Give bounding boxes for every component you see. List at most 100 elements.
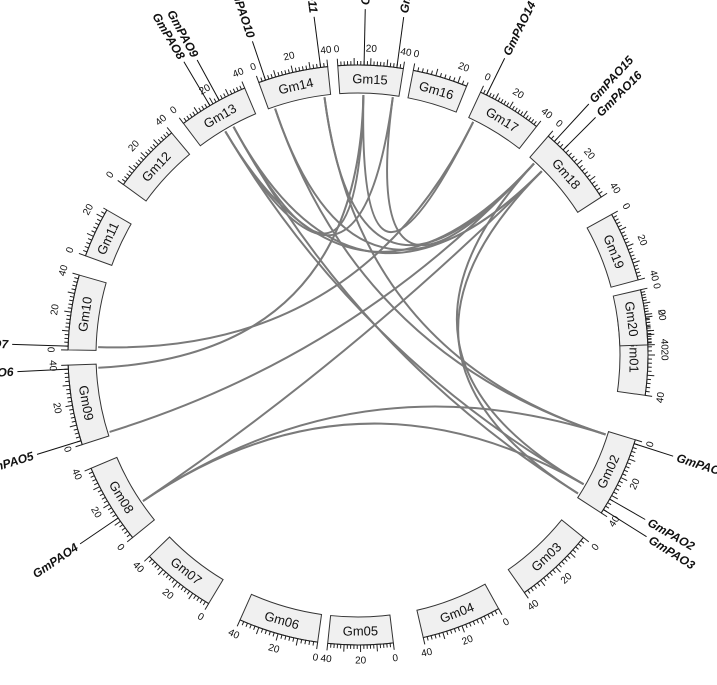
- tick-Gm19-1: [613, 215, 618, 218]
- tick-Gm13-0: [178, 117, 184, 124]
- tick-Gm12-17: [160, 136, 164, 141]
- tick-Gm20-15: [646, 329, 655, 332]
- tick-axis-Gm14: [258, 66, 328, 83]
- tick-Gm03-7: [564, 558, 568, 562]
- tick-Gm16-2: [421, 68, 424, 73]
- tick-label-Gm07-20: 20: [160, 587, 176, 603]
- tick-Gm03-13: [546, 574, 550, 579]
- tick-Gm13-14: [223, 93, 226, 98]
- tick-Gm12-0: [117, 180, 124, 185]
- tick-Gm17-7: [500, 98, 504, 103]
- tick-Gm18-16: [591, 180, 596, 185]
- tick-Gm20-7: [644, 307, 649, 310]
- tick-Gm07-0: [204, 603, 210, 610]
- tick-Gm08-13: [99, 493, 104, 497]
- tick-Gm04-0: [498, 608, 503, 616]
- tick-label-Gm19-0: 0: [619, 202, 632, 213]
- tick-axis-Gm20: [640, 289, 649, 345]
- gene-GmPAO6: GmPAO6: [0, 365, 69, 381]
- tick-Gm10-17: [72, 284, 77, 287]
- tick-Gm20-0: [640, 287, 648, 291]
- tick-Gm06-6: [292, 637, 295, 642]
- tick-Gm19-5: [619, 226, 627, 231]
- tick-label-Gm09-40: 40: [46, 360, 57, 372]
- tick-Gm08-4: [119, 524, 124, 528]
- gene-label-GmPAO13: GmPAO13: [397, 0, 419, 14]
- tick-Gm01-1: [645, 317, 650, 320]
- tick-Gm18-15: [589, 175, 596, 181]
- tick-Gm12-19: [165, 131, 170, 136]
- tick-label-Gm15-0: 0: [333, 44, 340, 55]
- link-GmPAO8-GmPAO13: [224, 97, 394, 237]
- tick-Gm07-13: [165, 574, 170, 579]
- tick-Gm16-8: [448, 75, 451, 80]
- tick-Gm10-10: [64, 310, 72, 313]
- tick-Gm06-12: [268, 631, 271, 636]
- tick-Gm17-19: [533, 120, 537, 125]
- tick-axis-Gm07: [149, 556, 209, 605]
- tick-Gm12-14: [152, 143, 157, 148]
- gene-label-GmPAO4: GmPAO4: [30, 540, 81, 581]
- link-GmPAO2-GmPAO4: [142, 422, 585, 502]
- tick-Gm20-5: [643, 301, 651, 304]
- tick-Gm18-9: [573, 158, 578, 163]
- tick-Gm06-16: [253, 625, 256, 631]
- tick-Gm16-9: [453, 77, 456, 82]
- tick-Gm02-6: [627, 462, 632, 465]
- tick-Gm19-9: [625, 241, 630, 244]
- gene-leader-GmPAO6: [17, 368, 69, 373]
- tick-label-Gm01-0: 0: [655, 309, 667, 316]
- tick-Gm08-11: [103, 500, 108, 504]
- tick-Gm07-1: [202, 601, 206, 606]
- tick-Gm12-6: [133, 164, 137, 169]
- tick-label-Gm14-0: 0: [249, 61, 258, 73]
- tick-Gm11-8: [95, 222, 100, 226]
- tick-Gm10-20: [72, 272, 80, 276]
- tick-Gm11-5: [86, 232, 94, 237]
- tick-Gm08-18: [90, 475, 95, 478]
- tick-Gm12-18: [163, 134, 167, 138]
- tick-Gm11-10: [96, 213, 103, 218]
- tick-Gm10-12: [68, 303, 73, 306]
- tick-Gm02-4: [629, 454, 635, 457]
- tick-Gm04-17: [434, 634, 437, 639]
- gene-GmPAO14: GmPAO14: [486, 0, 539, 96]
- tick-label-Gm11-0: 0: [64, 245, 76, 254]
- tick-label-Gm18-0: 0: [553, 118, 565, 130]
- tick-Gm19-14: [631, 257, 636, 261]
- tick-Gm18-20: [600, 192, 608, 198]
- tick-label-Gm13-20: 20: [197, 82, 213, 97]
- tick-label-Gm09-20: 20: [50, 402, 63, 415]
- tick-Gm13-5: [193, 107, 199, 114]
- tick-Gm09-13: [66, 392, 71, 395]
- tick-Gm09-15: [62, 384, 70, 387]
- tick-Gm13-1: [183, 117, 187, 122]
- tick-Gm17-17: [528, 117, 532, 121]
- link-GmPAO2-GmPAO15: [455, 162, 585, 486]
- tick-Gm06-14: [260, 628, 264, 633]
- tick-Gm14-10: [290, 65, 294, 73]
- tick-Gm15-20: [402, 61, 405, 69]
- tick-label-Gm19-40: 40: [647, 269, 661, 283]
- tick-Gm17-10: [509, 101, 514, 108]
- tick-Gm02-2: [632, 447, 637, 450]
- gene-label-GmPAO1: GmPAO1: [675, 451, 717, 480]
- tick-label-Gm02-40: 40: [607, 514, 623, 530]
- tick-Gm18-10: [576, 159, 583, 166]
- tick-Gm19-19: [637, 274, 642, 278]
- tick-Gm12-11: [145, 151, 149, 156]
- tick-Gm04-2: [491, 612, 494, 617]
- tick-axis-Gm05: [327, 642, 394, 646]
- tick-Gm08-3: [121, 527, 126, 531]
- tick-Gm07-7: [183, 588, 187, 593]
- tick-label-Gm20-0: 0: [650, 282, 662, 290]
